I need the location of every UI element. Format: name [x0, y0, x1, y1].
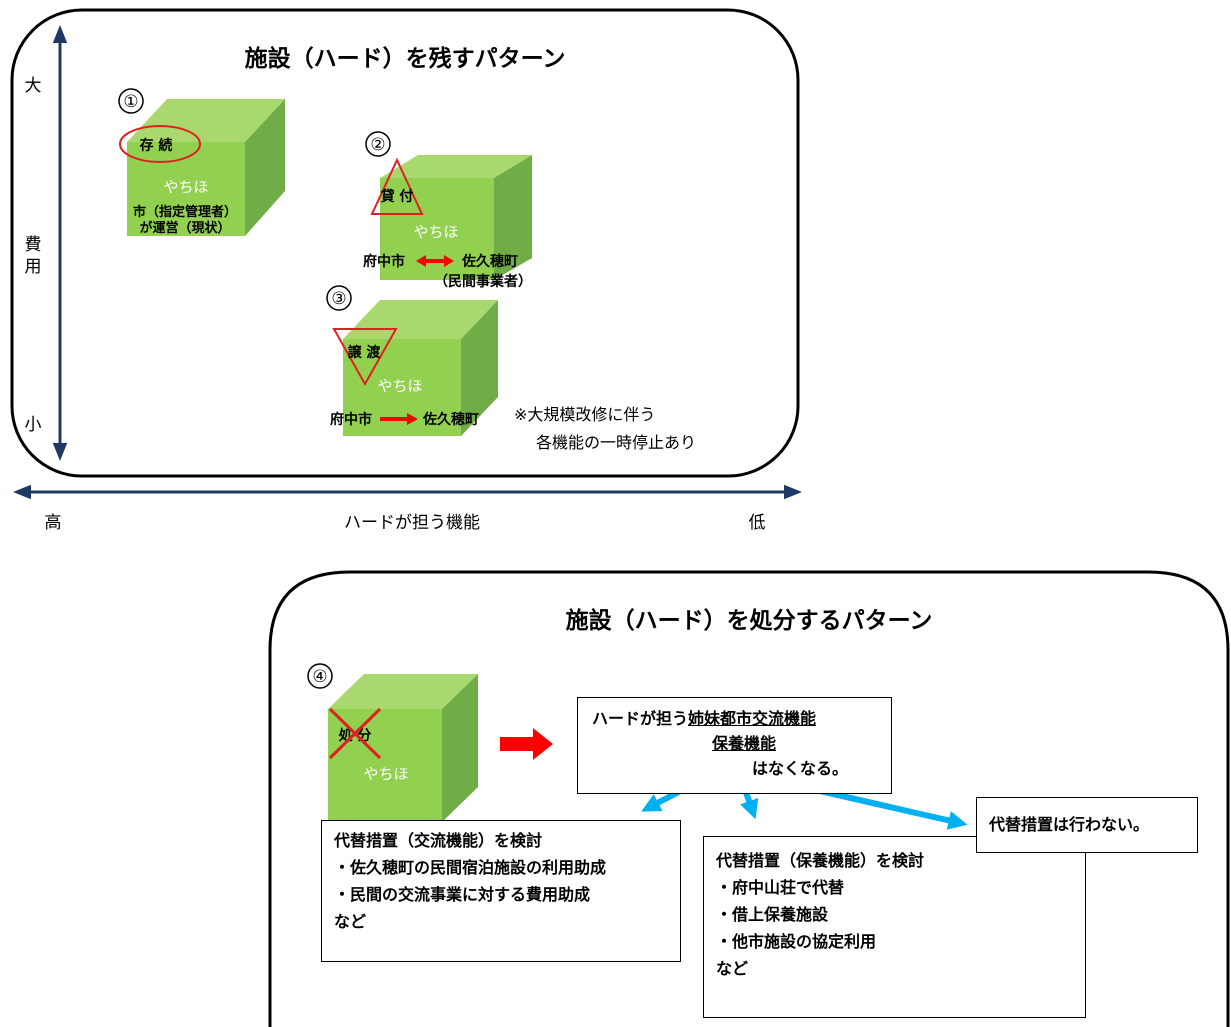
top-panel-title: 施設（ハード）を残すパターン [245, 45, 566, 72]
cube-front [328, 709, 442, 822]
alternative-item: ・借上保養施設 [716, 905, 829, 924]
single-arrow [380, 413, 418, 425]
option-number-2-label: ② [370, 135, 385, 155]
option-number-4 [307, 663, 333, 689]
triangle-mark [370, 157, 424, 215]
option-number-1-label: ① [123, 92, 138, 112]
option-number-1 [118, 88, 144, 114]
alternative-exchange-box: 代替措置（交流機能）を検討 ・佐久穂町の民間宿泊施設の利用助成 ・民間の交流事業… [321, 820, 681, 962]
facility-name: やちほ [163, 178, 208, 196]
option-caption: が運営（現状） [139, 220, 230, 236]
alternative-item: ・佐久穂町の民間宿泊施設の利用助成 [334, 858, 607, 877]
inverted-triangle-mark [332, 328, 398, 387]
facility-name: やちほ [377, 377, 422, 395]
option-number-2 [365, 131, 391, 157]
alternative-recreation-box: 代替措置（保養機能）を検討 ・府中山荘で代替 ・借上保養施設 ・他市施設の協定利… [703, 836, 1086, 1018]
alternative-title: 代替措置（保養機能）を検討 [716, 851, 925, 870]
cost-axis-label: 用 [25, 257, 42, 277]
result-line-1: ハードが担う姉妹都市交流機能 [592, 706, 891, 731]
flow-from: 府中市 [363, 253, 405, 270]
result-function-2: 保養機能 [712, 734, 777, 753]
bottom-panel-title: 施設（ハード）を処分するパターン [566, 607, 933, 634]
option-tag: 存 続 [140, 137, 173, 154]
cube-side [494, 155, 532, 280]
option-number-3-label: ③ [331, 289, 346, 309]
no-alternative-box: 代替措置は行わない。 [976, 797, 1198, 853]
cost-axis-label: 費 [25, 235, 42, 255]
function-axis-label: ハードが担う機能 [344, 513, 480, 533]
cube-side [461, 300, 498, 436]
facility-name: やちほ [413, 223, 458, 241]
option-number-3 [326, 285, 352, 311]
option-tag: 貸 付 [380, 188, 414, 205]
result-box: ハードが担う姉妹都市交流機能 保養機能 はなくなる。 [577, 697, 892, 794]
cost-axis-low-label: 小 [25, 415, 42, 435]
function-axis-high-label: 高 [45, 513, 62, 533]
result-arrow [500, 728, 553, 760]
option-tag: 譲 渡 [348, 344, 382, 361]
option-2-lease: ② 貸 付 やちほ 府中市 佐久穂町 （民間事業者） [363, 131, 532, 290]
alternative-item: ・他市施設の協定利用 [716, 932, 877, 951]
cube-side [442, 674, 478, 822]
facility-name: やちほ [363, 765, 408, 783]
option-4-dispose: ④ 処 分 やちほ [307, 663, 478, 822]
alternative-title: 代替措置（交流機能）を検討 [334, 831, 543, 850]
alternative-etc: など [334, 912, 367, 931]
alternative-item: ・府中山荘で代替 [716, 878, 845, 897]
circle-mark [119, 125, 201, 163]
note-line: ※大規模改修に伴う [514, 405, 655, 424]
cube-top [127, 99, 285, 142]
cube-side [245, 99, 285, 236]
flow-to: 佐久穂町 [461, 253, 518, 270]
option-1-continue: ① 存 続 やちほ 市（指定管理者） が運営（現状） [118, 88, 285, 236]
option-3-transfer: ③ 譲 渡 やちほ 府中市 佐久穂町 [326, 285, 498, 436]
note-line: 各機能の一時停止あり [536, 433, 696, 452]
cost-axis-high-label: 大 [25, 76, 42, 96]
result-line-2: 保養機能 [592, 731, 891, 756]
cube-top [328, 674, 478, 709]
result-line-3: はなくなる。 [592, 756, 891, 781]
result-function-1: 姉妹都市交流機能 [688, 709, 817, 728]
result-prefix: ハードが担う [592, 709, 689, 728]
option-number-4-label: ④ [312, 667, 327, 687]
flow-sub: （民間事業者） [434, 273, 532, 290]
flow-from: 府中市 [330, 411, 372, 428]
result-suffix: はなくなる。 [752, 759, 849, 778]
flow-to: 佐久穂町 [422, 411, 479, 428]
option-caption: 市（指定管理者） [133, 204, 237, 220]
alternative-item: ・民間の交流事業に対する費用助成 [334, 885, 591, 904]
function-axis-low-label: 低 [749, 513, 766, 533]
no-alternative-text: 代替措置は行わない。 [989, 815, 1150, 834]
double-arrow [416, 255, 454, 267]
cross-mark [328, 707, 382, 760]
alternative-etc: など [716, 959, 749, 978]
cube-top [380, 155, 532, 178]
